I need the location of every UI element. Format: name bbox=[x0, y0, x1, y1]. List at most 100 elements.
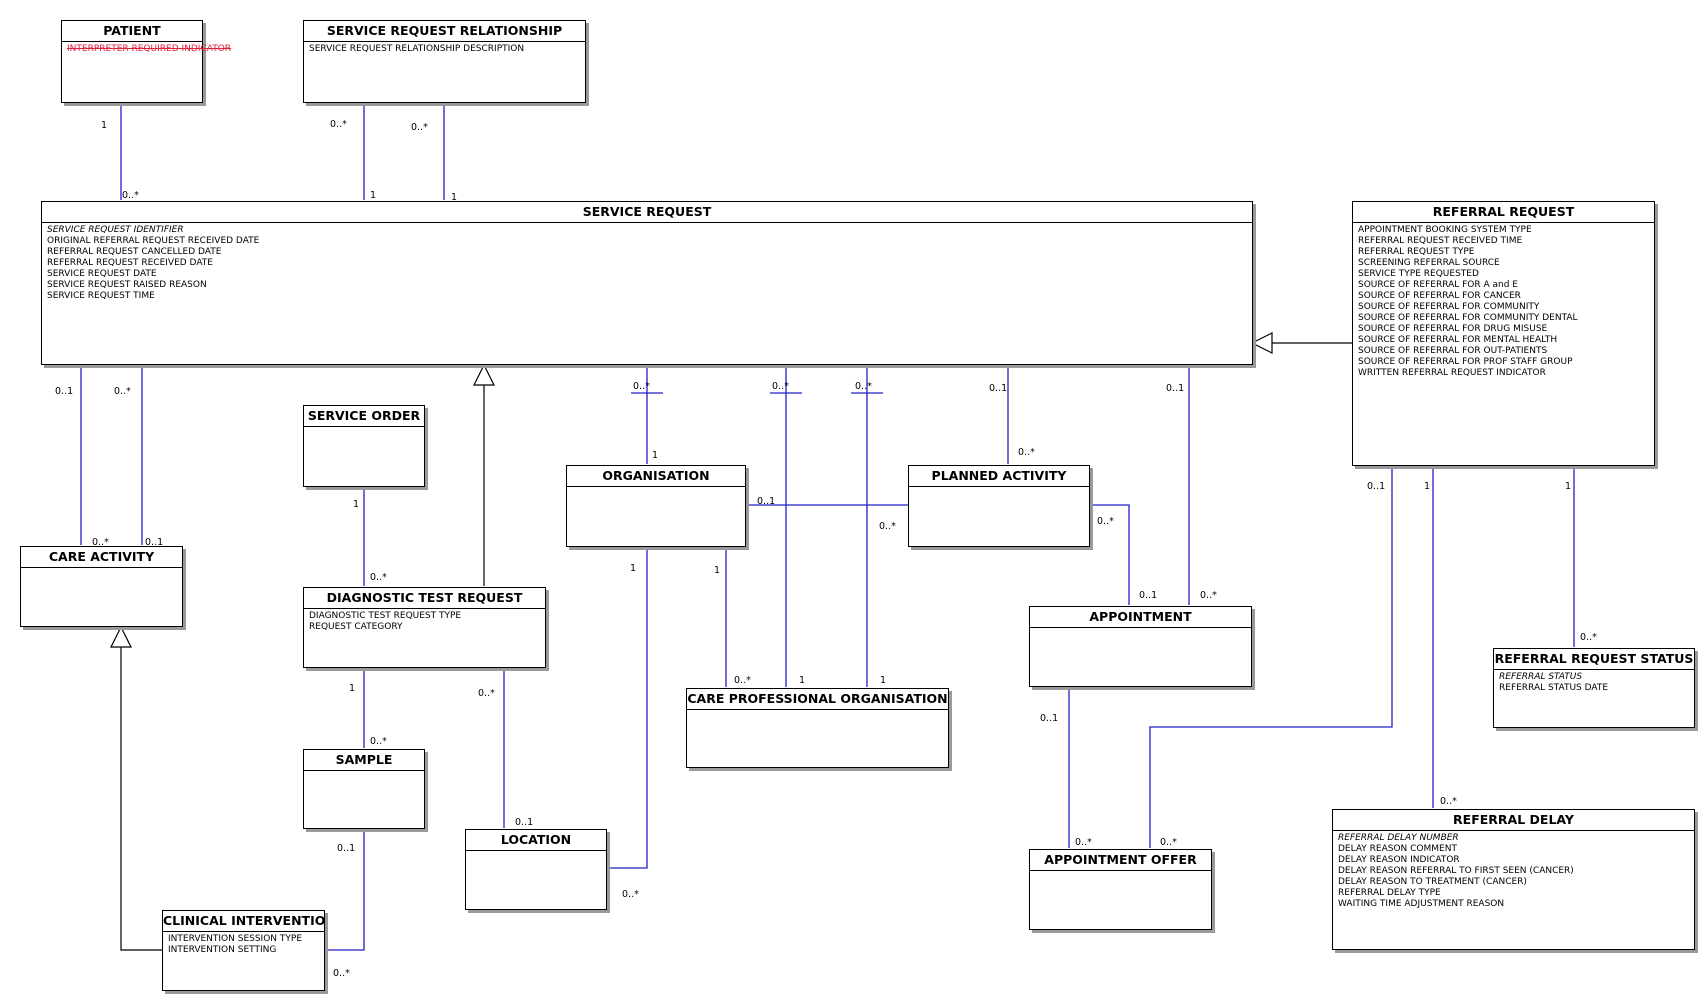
multiplicity-label: 0..1 bbox=[1139, 590, 1157, 601]
entity-planned-activity[interactable]: PLANNED ACTIVITY bbox=[908, 465, 1090, 547]
attribute-item: DELAY REASON INDICATOR bbox=[1338, 855, 1460, 865]
multiplicity-label: 1 bbox=[652, 450, 658, 461]
attribute-list bbox=[304, 427, 424, 431]
referral-request-generalization-arrow bbox=[1250, 332, 1273, 354]
multiplicity-label: 1 bbox=[714, 565, 720, 576]
entity-organisation[interactable]: ORGANISATION bbox=[566, 465, 746, 547]
multiplicity-label: 0..* bbox=[370, 736, 387, 747]
attribute-item: SERVICE REQUEST IDENTIFIER bbox=[47, 225, 184, 235]
attribute-item: SERVICE REQUEST RELATIONSHIP DESCRIPTION bbox=[309, 44, 525, 54]
attribute-item: SERVICE TYPE REQUESTED bbox=[1358, 269, 1479, 279]
attribute-item: SOURCE OF REFERRAL FOR A and E bbox=[1358, 280, 1518, 290]
attribute-item: SOURCE OF REFERRAL FOR COMMUNITY bbox=[1358, 302, 1540, 312]
multiplicity-label: 0..* bbox=[92, 537, 109, 548]
multiplicity-labels: 1 0..* 0..* 1 0..* 1 0..1 0..* 0..* 0..1 0..* 1 0..*… bbox=[55, 119, 1597, 979]
attribute-item: WRITTEN REFERRAL REQUEST INDICATOR bbox=[1358, 368, 1546, 378]
attribute-item: DELAY REASON REFERRAL TO FIRST SEEN (CAN… bbox=[1338, 866, 1574, 876]
multiplicity-label: 0..1 bbox=[337, 843, 355, 854]
entity-title: CLINICAL INTERVENTION bbox=[163, 911, 324, 932]
entity-clinical-intervention[interactable]: CLINICAL INTERVENTION INTERVENTION SESSI… bbox=[162, 910, 325, 991]
multiplicity-label: 0..1 bbox=[515, 817, 533, 828]
attribute-item: INTERVENTION SESSION TYPE bbox=[168, 934, 303, 944]
organisation-location-link bbox=[607, 547, 648, 869]
referral-request-offer-link bbox=[1149, 466, 1393, 848]
entity-title: CARE ACTIVITY bbox=[21, 547, 182, 568]
multiplicity-label: 0..* bbox=[1097, 516, 1114, 527]
clinical-intervention-generalization-line bbox=[120, 647, 162, 951]
attribute-item: SERVICE REQUEST DATE bbox=[47, 269, 157, 279]
attribute-item: REFERRAL REQUEST CANCELLED DATE bbox=[47, 247, 222, 257]
multiplicity-label: 0..1 bbox=[1040, 713, 1058, 724]
multiplicity-label: 1 bbox=[1565, 481, 1571, 492]
attribute-list bbox=[687, 710, 948, 714]
attribute-item: DELAY REASON COMMENT bbox=[1338, 844, 1457, 854]
attribute-item: REFERRAL DELAY TYPE bbox=[1338, 888, 1441, 898]
attribute-item: REQUEST CATEGORY bbox=[309, 622, 403, 632]
attribute-list bbox=[21, 568, 182, 572]
attribute-list bbox=[1030, 871, 1211, 875]
multiplicity-label: 1 bbox=[349, 683, 355, 694]
entity-service-order[interactable]: SERVICE ORDER bbox=[303, 405, 425, 487]
entity-care-professional-organisation[interactable]: CARE PROFESSIONAL ORGANISATION bbox=[686, 688, 949, 768]
attribute-item: APPOINTMENT BOOKING SYSTEM TYPE bbox=[1358, 225, 1532, 235]
multiplicity-label: 1 bbox=[370, 190, 376, 201]
multiplicity-label: 1 bbox=[630, 563, 636, 574]
multiplicity-label: 0..* bbox=[1160, 837, 1177, 848]
multiplicity-label: 0..* bbox=[114, 386, 131, 397]
associations bbox=[80, 103, 1575, 951]
multiplicity-label: 0..1 bbox=[55, 386, 73, 397]
multiplicity-label: 0..* bbox=[622, 889, 639, 900]
entity-care-activity[interactable]: CARE ACTIVITY bbox=[20, 546, 183, 627]
multiplicity-label: 0..1 bbox=[1166, 383, 1184, 394]
entity-appointment-offer[interactable]: APPOINTMENT OFFER bbox=[1029, 849, 1212, 930]
entity-title: APPOINTMENT OFFER bbox=[1030, 850, 1211, 871]
attribute-list: SERVICE REQUEST RELATIONSHIP DESCRIPTION bbox=[304, 42, 585, 57]
multiplicity-label: 1 bbox=[101, 120, 107, 131]
multiplicity-label: 0..1 bbox=[1367, 481, 1385, 492]
multiplicity-label: 1 bbox=[1424, 481, 1430, 492]
entity-service-request-relationship[interactable]: SERVICE REQUEST RELATIONSHIP SERVICE REQ… bbox=[303, 20, 586, 103]
entity-diagnostic-test-request[interactable]: DIAGNOSTIC TEST REQUEST DIAGNOSTIC TEST … bbox=[303, 587, 546, 668]
attribute-item: DIAGNOSTIC TEST REQUEST TYPE bbox=[309, 611, 462, 621]
multiplicity-label: 1 bbox=[353, 499, 359, 510]
attribute-item: SOURCE OF REFERRAL FOR PROF STAFF GROUP bbox=[1358, 357, 1573, 367]
multiplicity-label: 0..1 bbox=[757, 496, 775, 507]
entity-title: PATIENT bbox=[62, 21, 202, 42]
attribute-item: REFERRAL STATUS DATE bbox=[1499, 683, 1609, 693]
multiplicity-label: 0..* bbox=[1075, 837, 1092, 848]
attribute-item: SOURCE OF REFERRAL FOR COMMUNITY DENTAL bbox=[1358, 313, 1578, 323]
entity-service-request[interactable]: SERVICE REQUEST SERVICE REQUEST IDENTIFI… bbox=[41, 201, 1253, 365]
attribute-item: REFERRAL REQUEST TYPE bbox=[1358, 247, 1475, 257]
multiplicity-label: 0..* bbox=[370, 572, 387, 583]
attribute-item: REFERRAL STATUS bbox=[1499, 672, 1583, 682]
entity-referral-request[interactable]: REFERRAL REQUEST APPOINTMENT BOOKING SYS… bbox=[1352, 201, 1655, 466]
multiplicity-label: 0..* bbox=[122, 190, 139, 201]
attribute-item: INTERVENTION SETTING bbox=[168, 945, 277, 955]
entity-patient[interactable]: PATIENT INTERPRETER REQUIRED INDICATOR bbox=[61, 20, 231, 103]
attribute-item: REFERRAL REQUEST RECEIVED TIME bbox=[1358, 236, 1523, 246]
attribute-item: SCREENING REFERRAL SOURCE bbox=[1358, 258, 1500, 268]
multiplicity-label: 0..* bbox=[633, 381, 650, 392]
entity-sample[interactable]: SAMPLE bbox=[303, 749, 425, 829]
generalizations bbox=[110, 332, 1352, 951]
multiplicity-label: 0..1 bbox=[145, 537, 163, 548]
multiplicity-label: 0..* bbox=[879, 521, 896, 532]
entity-title: APPOINTMENT bbox=[1030, 607, 1251, 628]
entity-location[interactable]: LOCATION bbox=[465, 829, 607, 910]
attribute-list: INTERPRETER REQUIRED INDICATOR bbox=[62, 42, 231, 57]
multiplicity-label: 0..* bbox=[330, 119, 347, 130]
entity-title: DIAGNOSTIC TEST REQUEST bbox=[304, 588, 545, 609]
entity-title: REFERRAL REQUEST bbox=[1353, 202, 1654, 223]
entity-appointment[interactable]: APPOINTMENT bbox=[1029, 606, 1252, 687]
multiplicity-label: 0..* bbox=[1018, 447, 1035, 458]
attribute-item: SOURCE OF REFERRAL FOR OUT-PATIENTS bbox=[1358, 346, 1548, 356]
multiplicity-label: 0..* bbox=[1440, 796, 1457, 807]
